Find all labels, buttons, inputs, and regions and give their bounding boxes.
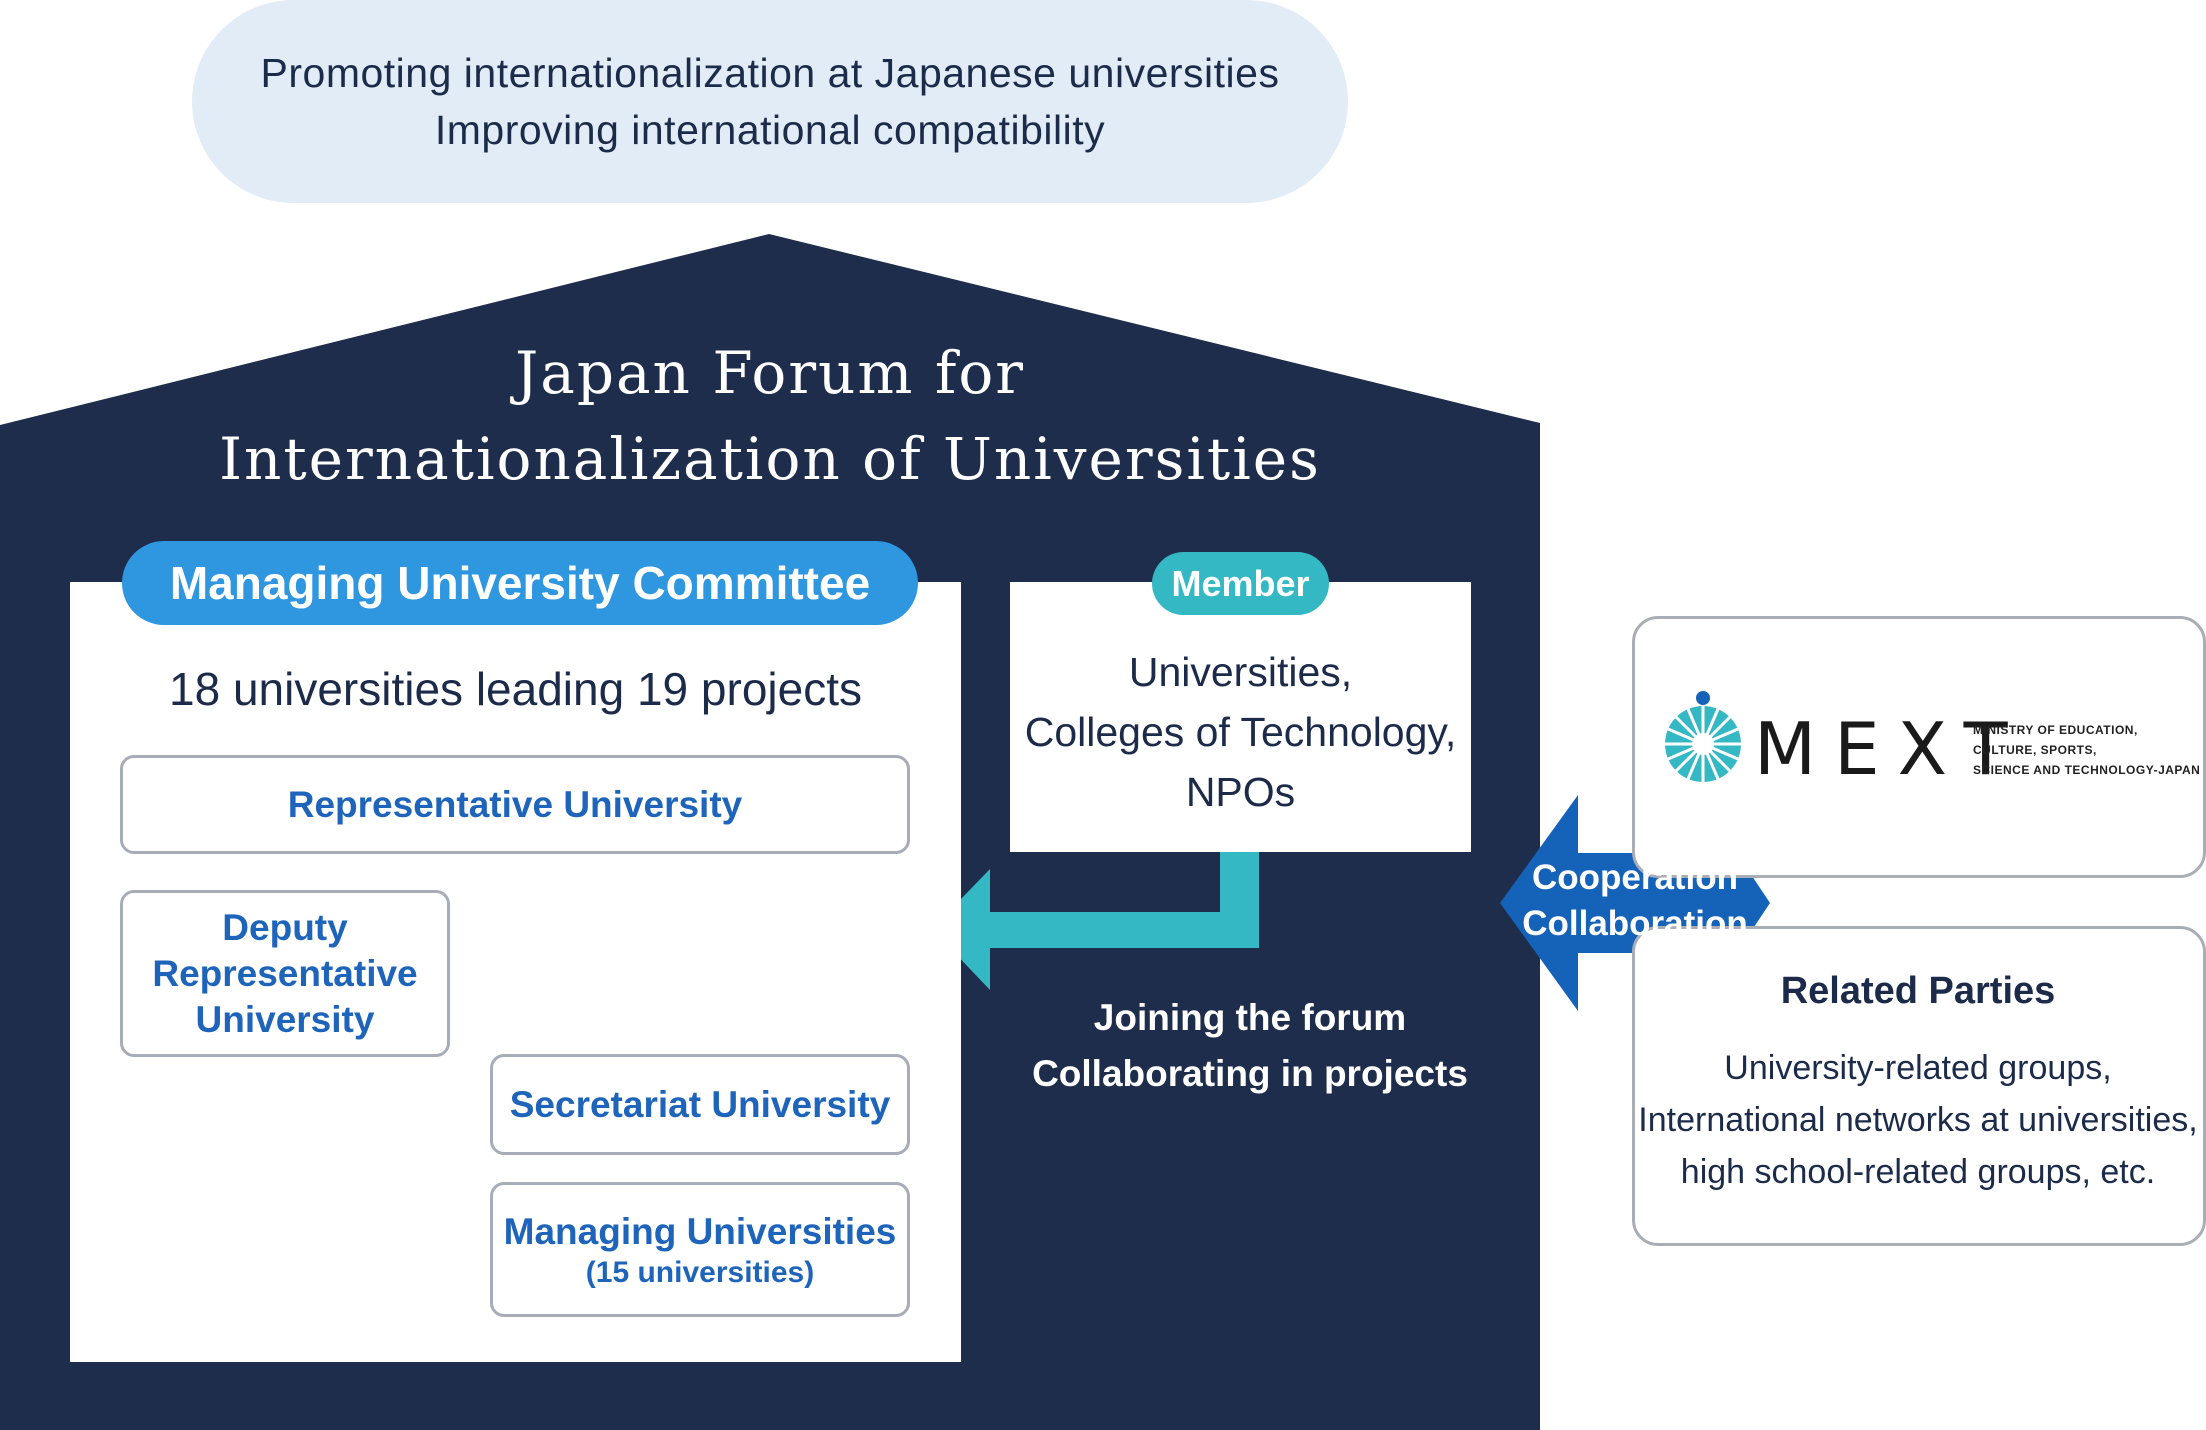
managing-universities-box: Managing Universities (15 universities): [490, 1182, 910, 1317]
forum-title-line-1: Japan Forum for: [515, 339, 1025, 407]
representative-university-label: Representative University: [287, 783, 743, 825]
goal-line-1: Promoting internationalization at Japane…: [260, 49, 1280, 96]
mext-subtitle-line-1: MINISTRY OF EDUCATION,: [1973, 723, 2138, 737]
secretariat-university-label: Secretariat University: [509, 1083, 891, 1125]
member-line-2: Colleges of Technology,: [1024, 709, 1457, 755]
member-label: Member: [1152, 552, 1329, 615]
related-parties-list: University-related groups, International…: [1632, 1042, 2204, 1198]
related-parties-card: [1632, 926, 2206, 1246]
joining-line-1: Joining the forum: [1093, 997, 1407, 1038]
related-parties-title: Related Parties: [1780, 970, 2056, 1012]
goal-bubble: Promoting internationalization at Japane…: [192, 0, 1348, 203]
committee-summary: 18 universities leading 19 projects: [169, 663, 862, 715]
member-line-3: NPOs: [1185, 769, 1296, 815]
deputy-label-line-3: University: [195, 998, 375, 1040]
cooperation-line-1: Cooperation: [1531, 858, 1739, 897]
joining-text: Joining the forum Collaborating in proje…: [1010, 990, 1490, 1102]
cooperation-label: Cooperation Collaboration: [1505, 855, 1765, 947]
deputy-label-line-2: Representative: [152, 952, 418, 994]
managing-universities-label: Managing Universities: [503, 1210, 897, 1252]
deputy-representative-box: Deputy Representative University: [120, 890, 450, 1057]
representative-university-box: Representative University: [120, 755, 910, 854]
mext-subtitle: MINISTRY OF EDUCATION, CULTURE, SPORTS, …: [1973, 720, 2200, 780]
secretariat-university-box: Secretariat University: [490, 1054, 910, 1155]
mext-emblem-icon: [1665, 691, 1741, 782]
related-line-3: high school-related groups, etc.: [1680, 1153, 2156, 1191]
mext-subtitle-line-3: SCIENCE AND TECHNOLOGY-JAPAN: [1973, 763, 2201, 777]
related-line-1: University-related groups,: [1724, 1049, 2112, 1087]
deputy-label-line-1: Deputy: [222, 906, 348, 948]
related-line-2: International networks at universities,: [1638, 1101, 2198, 1139]
forum-title-line-2: Internationalization of Universities: [219, 425, 1321, 493]
managing-universities-count: (15 universities): [585, 1255, 815, 1289]
join-arrow: [932, 852, 1259, 990]
cooperation-line-2: Collaboration: [1522, 904, 1748, 943]
forum-title: Japan Forum for Internationalization of …: [0, 330, 1540, 502]
committee-label: Managing University Committee: [122, 541, 918, 625]
member-line-1: Universities,: [1128, 649, 1353, 695]
mext-subtitle-line-2: CULTURE, SPORTS,: [1973, 743, 2097, 757]
joining-line-2: Collaborating in projects: [1032, 1053, 1468, 1094]
goal-line-2: Improving international compatibility: [434, 106, 1106, 153]
mext-logo-text: MEXT: [1754, 707, 2026, 791]
member-box: Universities, Colleges of Technology, NP…: [1010, 582, 1471, 852]
